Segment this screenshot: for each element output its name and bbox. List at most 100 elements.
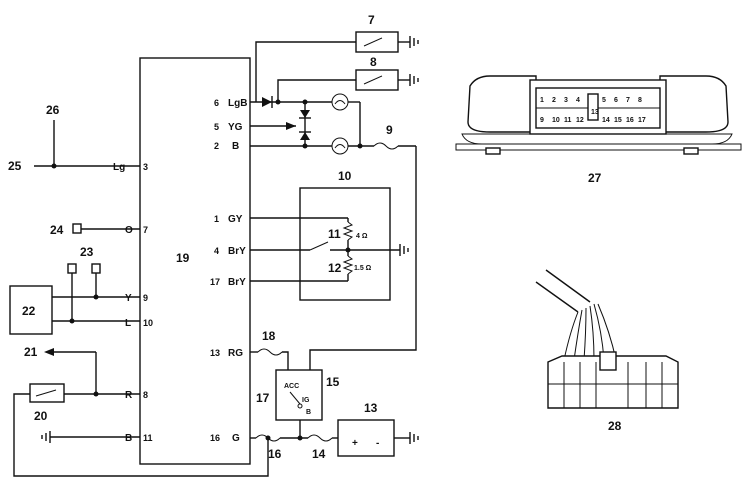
battery-13 [337, 419, 395, 457]
junction-b-right [302, 143, 308, 149]
ignition-switch [275, 369, 323, 421]
diode-a [300, 110, 310, 118]
pin-code-lg: Lg [113, 162, 125, 173]
connector-27-left-body [467, 75, 537, 133]
switch-8-blade [363, 75, 383, 85]
pin-num-5: 5 [214, 122, 219, 132]
switch-20-blade [35, 389, 57, 397]
callout-25: 25 [8, 159, 22, 173]
callout-15: 15 [326, 375, 340, 389]
connector-27-pin-10: 10 [552, 117, 560, 124]
pin-code-yg: YG [228, 122, 243, 133]
pin-num-4: 4 [214, 246, 219, 256]
connector-28-latch [599, 351, 617, 371]
pin-num-2: 2 [214, 141, 219, 151]
component-22 [9, 285, 53, 335]
connector-27-right-body [659, 75, 729, 133]
wire-28-3 [583, 307, 587, 361]
callout-18: 18 [262, 329, 276, 343]
wire-main-feed [309, 146, 417, 370]
connector-27-pin-3: 3 [564, 97, 568, 104]
lamp-1-filament [334, 100, 346, 105]
callout-24: 24 [50, 223, 64, 237]
component-10 [299, 187, 391, 301]
wire-28-4 [589, 305, 595, 361]
callout-20: 20 [34, 409, 48, 423]
ign-pivot [297, 403, 303, 409]
connector-24 [72, 223, 82, 234]
callout-7: 7 [368, 13, 375, 27]
callout-26: 26 [46, 103, 60, 117]
callout-12: 12 [328, 261, 342, 275]
pin-num-7: 7 [143, 225, 148, 235]
connector-27-pin-17: 17 [638, 117, 646, 124]
fuse-18 [257, 348, 283, 356]
resistor-12 [342, 255, 354, 275]
ecu-box [139, 57, 251, 465]
connector-27-pin-11: 11 [564, 117, 572, 124]
junction-lamps [357, 143, 363, 149]
ecu-label: 19 [176, 251, 190, 265]
lamp-1 [331, 93, 349, 111]
junction-g [265, 435, 271, 441]
wire-to-acc [282, 351, 289, 370]
battery-minus: - [376, 438, 379, 449]
pin-code-y: Y [125, 293, 132, 304]
wire-to-8 [277, 79, 356, 102]
callout-13: 13 [364, 401, 378, 415]
diode-b [300, 132, 310, 140]
pin-code-r: R [125, 390, 133, 401]
arrow-21 [44, 348, 54, 356]
pin-num-17: 17 [210, 277, 220, 287]
switch-7-blade [363, 37, 383, 47]
connector-27-pin-1: 1 [540, 97, 544, 104]
pin-num-1: 1 [214, 214, 219, 224]
wire-28-1 [563, 311, 579, 361]
wire-to-7 [255, 41, 356, 102]
switch-7 [355, 31, 399, 53]
callout-9: 9 [386, 123, 393, 137]
callout-28: 28 [608, 419, 622, 433]
callout-8: 8 [370, 55, 377, 69]
junction-b-ign [297, 435, 303, 441]
ign-blade [289, 391, 301, 405]
connector-27-pin-12: 12 [576, 117, 584, 124]
arrow-yg [286, 122, 296, 130]
pin-num-6: 6 [214, 98, 219, 108]
pin-code-b-right: B [232, 141, 239, 152]
wire-bottom-loop [13, 393, 269, 477]
pin-code-bry-4: BrY [228, 246, 246, 257]
pin-code-bry-17: BrY [228, 277, 246, 288]
pin-code-rg: RG [228, 348, 243, 359]
battery-plus: + [352, 438, 358, 449]
connector-27-foot-a [485, 147, 501, 155]
pin-num-16: 16 [210, 433, 220, 443]
connector-27-foot-b [683, 147, 699, 155]
callout-22: 22 [22, 304, 36, 318]
pin-code-b: B [125, 433, 132, 444]
pin-num-8: 8 [143, 390, 148, 400]
ign-acc-label: ACC [284, 383, 299, 390]
relay-11-blade [309, 241, 329, 251]
connector-27-pin-7: 7 [626, 97, 630, 104]
junction-diode-top [302, 99, 308, 105]
pin-num-10: 10 [143, 318, 153, 328]
pin-num-3: 3 [143, 162, 148, 172]
connector-27-pin-8: 8 [638, 97, 642, 104]
pin-num-13: 13 [210, 348, 220, 358]
connector-27-pin-15: 15 [614, 117, 622, 124]
connector-27-pin-9: 9 [540, 117, 544, 124]
connector-27-base [461, 133, 733, 145]
connector-28 [535, 269, 679, 409]
wire-28-2 [573, 309, 583, 361]
cable-28-a [535, 281, 579, 313]
pin-code-gy: GY [228, 214, 243, 225]
diode-6 [262, 97, 272, 107]
lamp-2 [331, 137, 349, 155]
connector-27-pin-13: 13 [591, 109, 599, 116]
connector-27-pin-5: 5 [602, 97, 606, 104]
callout-23: 23 [80, 245, 94, 259]
pin-code-l: L [125, 318, 131, 329]
